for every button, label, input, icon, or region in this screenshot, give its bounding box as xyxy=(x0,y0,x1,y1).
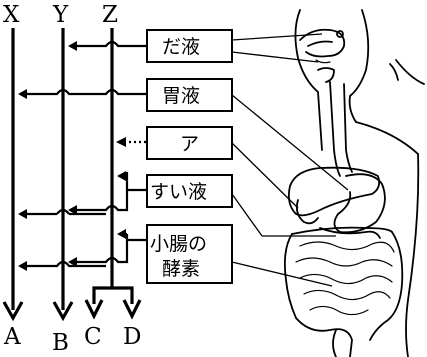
pointer-lines xyxy=(231,33,349,287)
line-y xyxy=(52,28,74,322)
arrow-pancreatic xyxy=(68,171,146,215)
line-x xyxy=(2,28,24,322)
box-intestinal-label-2: 酵素 xyxy=(162,258,200,280)
label-c: C xyxy=(84,324,102,350)
box-pancreatic-label: すい液 xyxy=(150,181,207,203)
arrow-saliva-to-y xyxy=(68,40,146,51)
arrow-pancreatic-to-x xyxy=(18,208,106,219)
box-gastric: 胃液 xyxy=(146,78,233,112)
arrow-intestinal xyxy=(18,229,146,271)
digestive-system-illustration xyxy=(283,9,425,357)
arrow-gastric-to-x xyxy=(18,88,146,99)
label-y: Y xyxy=(52,2,69,28)
label-b: B xyxy=(52,330,69,356)
box-intestinal-label-1: 小腸の xyxy=(150,233,207,255)
box-unknown: ア xyxy=(146,126,233,160)
label-x: X xyxy=(3,2,20,28)
label-a: A xyxy=(3,324,21,350)
label-d: D xyxy=(123,324,141,350)
box-pancreatic: すい液 xyxy=(146,174,233,208)
label-z: Z xyxy=(102,2,118,28)
box-saliva-label: だ液 xyxy=(162,36,200,58)
box-intestinal: 小腸の 酵素 xyxy=(146,224,233,284)
line-z xyxy=(84,28,142,320)
box-gastric-label: 胃液 xyxy=(162,85,200,107)
box-unknown-label: ア xyxy=(180,133,199,155)
box-saliva: だ液 xyxy=(146,29,233,63)
arrow-unknown-to-z xyxy=(116,137,146,147)
